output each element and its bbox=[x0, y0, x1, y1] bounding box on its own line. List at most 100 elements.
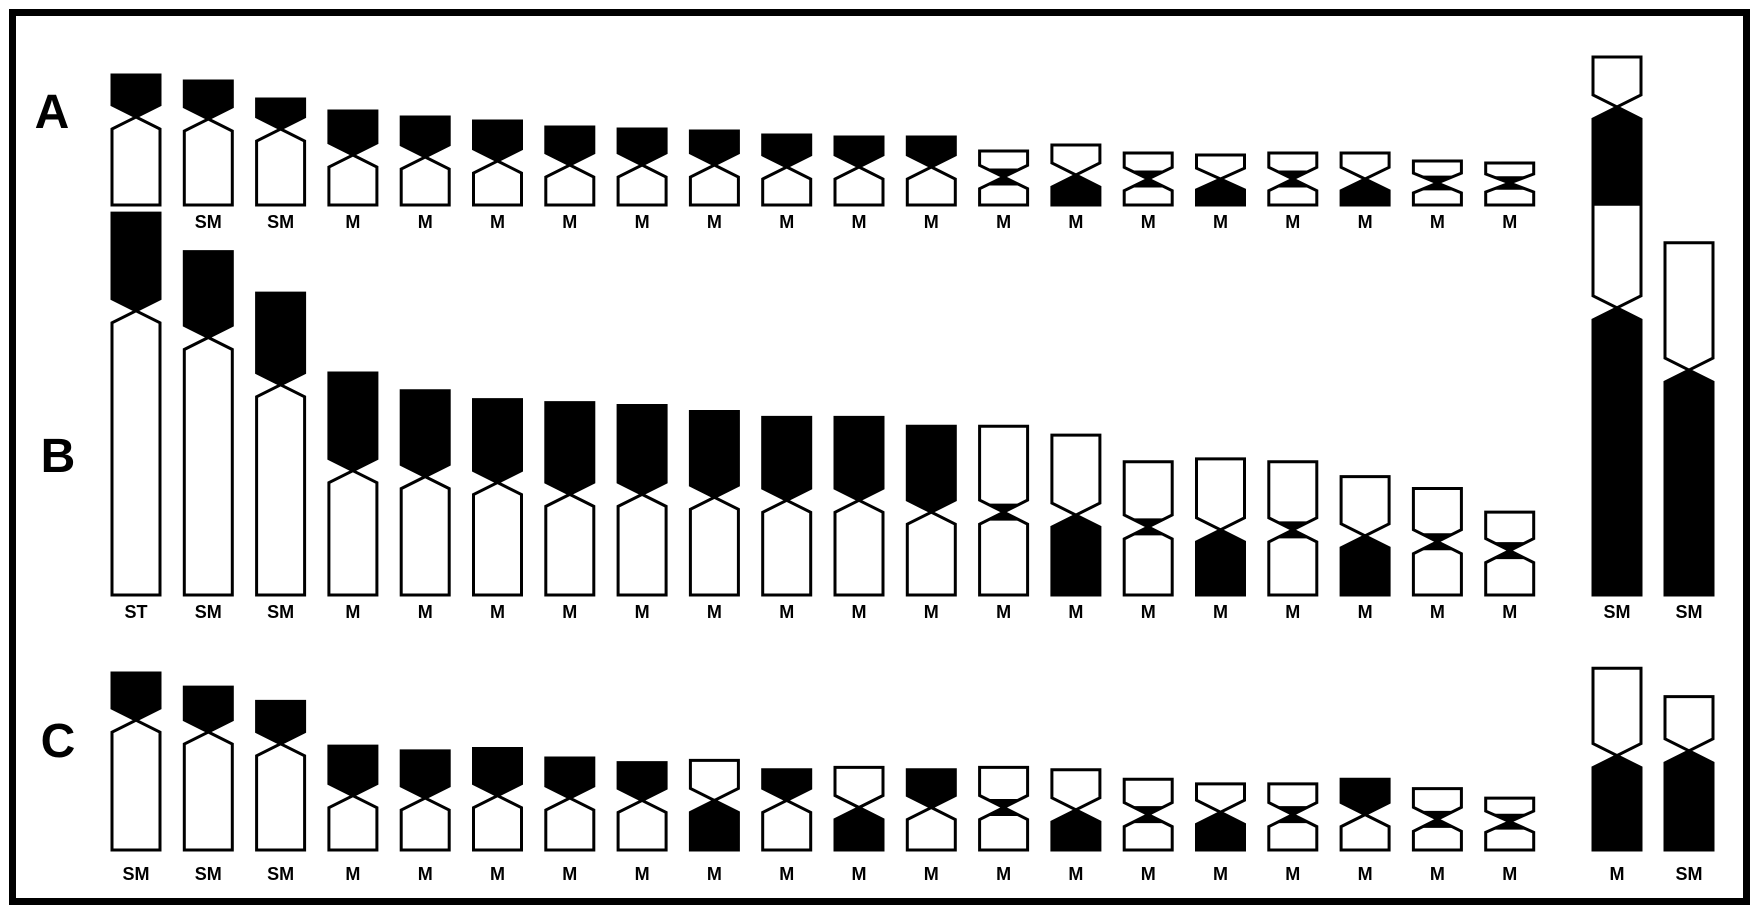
short-arm bbox=[690, 411, 738, 497]
chromosome: M bbox=[1341, 779, 1389, 884]
short-arm bbox=[1052, 770, 1100, 810]
centromeric-band bbox=[1493, 177, 1527, 190]
long-arm bbox=[401, 157, 449, 205]
long-arm bbox=[835, 167, 883, 205]
chromosome: ST bbox=[112, 213, 160, 622]
chromosome-type-label: M bbox=[707, 864, 722, 884]
short-arm bbox=[184, 252, 232, 338]
long-arm bbox=[112, 117, 160, 205]
long-arm bbox=[257, 385, 305, 595]
chromosome-type-label: M bbox=[924, 602, 939, 622]
long-arm bbox=[1593, 308, 1641, 595]
centromeric-band bbox=[1421, 176, 1455, 190]
chromosome-type-label: M bbox=[490, 864, 505, 884]
short-arm bbox=[1197, 459, 1245, 530]
chromosome-type-label: M bbox=[562, 212, 577, 232]
long-arm bbox=[907, 808, 955, 850]
chromosome-type-label: M bbox=[490, 602, 505, 622]
short-arm bbox=[546, 758, 594, 798]
chromosome-type-label: M bbox=[345, 212, 360, 232]
chromosome-type-label: M bbox=[924, 864, 939, 884]
short-arm bbox=[980, 426, 1028, 512]
chromosome-type-label: M bbox=[1213, 864, 1228, 884]
chromosome-type-label: M bbox=[1213, 602, 1228, 622]
chromosome: M bbox=[1052, 435, 1100, 622]
centromeric-band bbox=[1277, 522, 1309, 538]
short-arm bbox=[618, 406, 666, 495]
short-arm bbox=[907, 770, 955, 808]
long-arm bbox=[329, 471, 377, 595]
long-arm bbox=[257, 129, 305, 205]
short-arm bbox=[835, 417, 883, 500]
sex-chromosome: SM bbox=[1665, 243, 1713, 622]
chromosome: SM bbox=[184, 687, 232, 884]
short-arm bbox=[1341, 779, 1389, 814]
chromosome-type-label: M bbox=[562, 602, 577, 622]
short-arm bbox=[763, 770, 811, 801]
centromeric-band bbox=[1421, 534, 1453, 550]
chromosome: M bbox=[763, 135, 811, 232]
chromosome-type-label: M bbox=[562, 864, 577, 884]
short-arm bbox=[907, 137, 955, 167]
chromosome: M bbox=[401, 751, 449, 884]
chromosome: M bbox=[1341, 477, 1389, 622]
chromosome: M bbox=[1413, 161, 1461, 232]
chromosome: SM bbox=[112, 75, 160, 232]
chromosome-type-label: M bbox=[852, 602, 867, 622]
short-arm bbox=[763, 417, 811, 500]
chromosome-type-label: M bbox=[852, 212, 867, 232]
chromosome-type-label: M bbox=[1610, 864, 1625, 884]
chromosome: M bbox=[546, 403, 594, 622]
long-arm bbox=[1341, 179, 1389, 205]
short-arm bbox=[907, 426, 955, 512]
long-arm bbox=[690, 800, 738, 850]
karyotype-row-c: CSMSMSMMMMMMMMMMMMMMMMMMMSM bbox=[41, 668, 1713, 884]
chromosome: M bbox=[980, 426, 1028, 622]
chromosome: M bbox=[401, 117, 449, 232]
centromeric-band bbox=[1132, 807, 1164, 823]
centromeric-band bbox=[1421, 811, 1453, 827]
long-arm bbox=[474, 161, 522, 205]
chromosome-type-label: M bbox=[1430, 864, 1445, 884]
long-arm bbox=[690, 165, 738, 205]
short-arm bbox=[184, 687, 232, 732]
long-arm bbox=[474, 796, 522, 850]
long-arm bbox=[618, 800, 666, 850]
chromosome: M bbox=[690, 760, 738, 884]
chromosome: M bbox=[329, 746, 377, 884]
long-arm bbox=[618, 165, 666, 205]
chromosome-type-label: M bbox=[1141, 212, 1156, 232]
chromosome: M bbox=[329, 111, 377, 232]
short-arm bbox=[112, 213, 160, 311]
chromosome: M bbox=[1486, 163, 1534, 232]
long-arm bbox=[1341, 536, 1389, 595]
long-arm bbox=[257, 744, 305, 850]
chromosome-type-label: M bbox=[779, 602, 794, 622]
chromosome-type-label: M bbox=[635, 602, 650, 622]
long-arm bbox=[1197, 812, 1245, 850]
chromosome-type-label: M bbox=[1068, 212, 1083, 232]
long-arm bbox=[184, 732, 232, 850]
long-arm bbox=[763, 800, 811, 850]
short-arm bbox=[112, 75, 160, 117]
chromosome: M bbox=[1486, 798, 1534, 884]
chromosome-type-label: M bbox=[1285, 864, 1300, 884]
short-arm bbox=[763, 135, 811, 167]
chromosome: M bbox=[1486, 512, 1534, 622]
short-arm bbox=[546, 403, 594, 495]
long-arm bbox=[1052, 810, 1100, 850]
sex-chromosome: SM bbox=[1665, 697, 1713, 884]
chromosome-type-label: M bbox=[345, 602, 360, 622]
long-arm bbox=[980, 512, 1028, 595]
chromosome: M bbox=[1197, 459, 1245, 622]
chromosome: M bbox=[618, 129, 666, 232]
chromosome-type-label: M bbox=[1285, 602, 1300, 622]
long-arm bbox=[474, 483, 522, 595]
chromosome: M bbox=[618, 763, 666, 884]
chromosome: M bbox=[763, 770, 811, 884]
chromosome-type-label: ST bbox=[124, 602, 147, 622]
chromosome: M bbox=[1341, 153, 1389, 232]
chromosome: M bbox=[835, 137, 883, 232]
short-arm bbox=[112, 673, 160, 720]
